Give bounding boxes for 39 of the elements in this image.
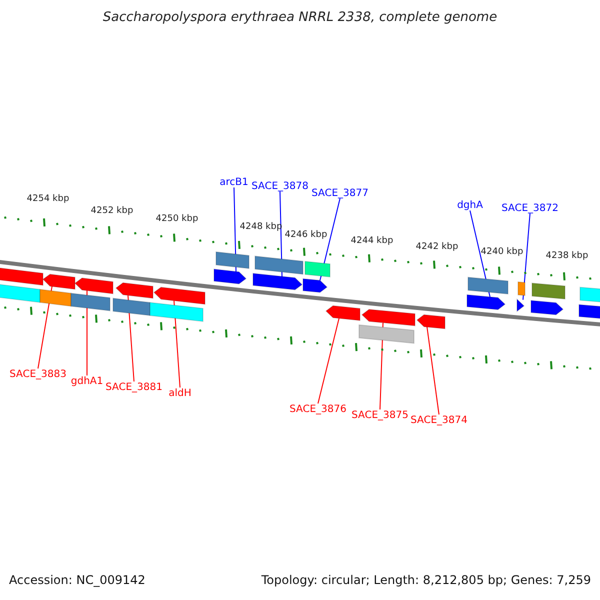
- gene-block: [0, 267, 44, 286]
- gene-label: arcB1: [220, 176, 248, 188]
- tick-label: 4246 kbp: [284, 231, 328, 241]
- leader-line: [522, 213, 530, 300]
- gene-label: SACE_3881: [106, 382, 162, 392]
- gene-label: aldH: [168, 388, 192, 398]
- gene-label: SACE_3883: [10, 368, 66, 380]
- gene-block: [516, 298, 525, 312]
- gene-block: [42, 274, 76, 290]
- tick-label: 4238 kbp: [546, 252, 588, 262]
- gene-label: SACE_3878: [252, 180, 308, 192]
- gene-block: [530, 300, 564, 316]
- gene-block: [325, 305, 360, 322]
- title: Saccharopolyspora erythraea NRRL 2338, complete genome: [102, 10, 498, 26]
- gene-block: [74, 277, 114, 294]
- tick-label: 4254 kbp: [26, 195, 70, 205]
- gene-block: [416, 314, 446, 330]
- tick-label: 4244 kbp: [350, 237, 394, 247]
- gene-label: gdhA1: [70, 376, 104, 386]
- gene-block: [466, 294, 506, 310]
- gene-block: [578, 304, 600, 320]
- tick-label: 4250 kbp: [156, 215, 198, 225]
- tick-label: 4240 kbp: [480, 248, 524, 258]
- gene-label: SACE_3875: [352, 410, 408, 420]
- tick-label: 4252 kbp: [90, 207, 134, 217]
- gene-block: [153, 286, 206, 305]
- genome-stats-text: Topology: circular; Length: 8,212,805 bp; Genes: 7,259: [261, 574, 591, 588]
- gene-label: SACE_3874: [410, 414, 468, 426]
- gene-block: [115, 282, 154, 299]
- gene-block: [302, 278, 328, 293]
- gene-label: SACE_3872: [502, 202, 558, 214]
- leader-line: [318, 318, 340, 404]
- gene-block: [214, 268, 247, 284]
- gene-label: SACE_3876: [290, 404, 346, 414]
- gene-label: dghA: [457, 200, 483, 210]
- leader-line: [426, 326, 440, 415]
- gene-label: SACE_3877: [312, 188, 368, 198]
- accession-text: Accession: NC_009142: [9, 574, 146, 588]
- tick-label: 4242 kbp: [416, 243, 458, 253]
